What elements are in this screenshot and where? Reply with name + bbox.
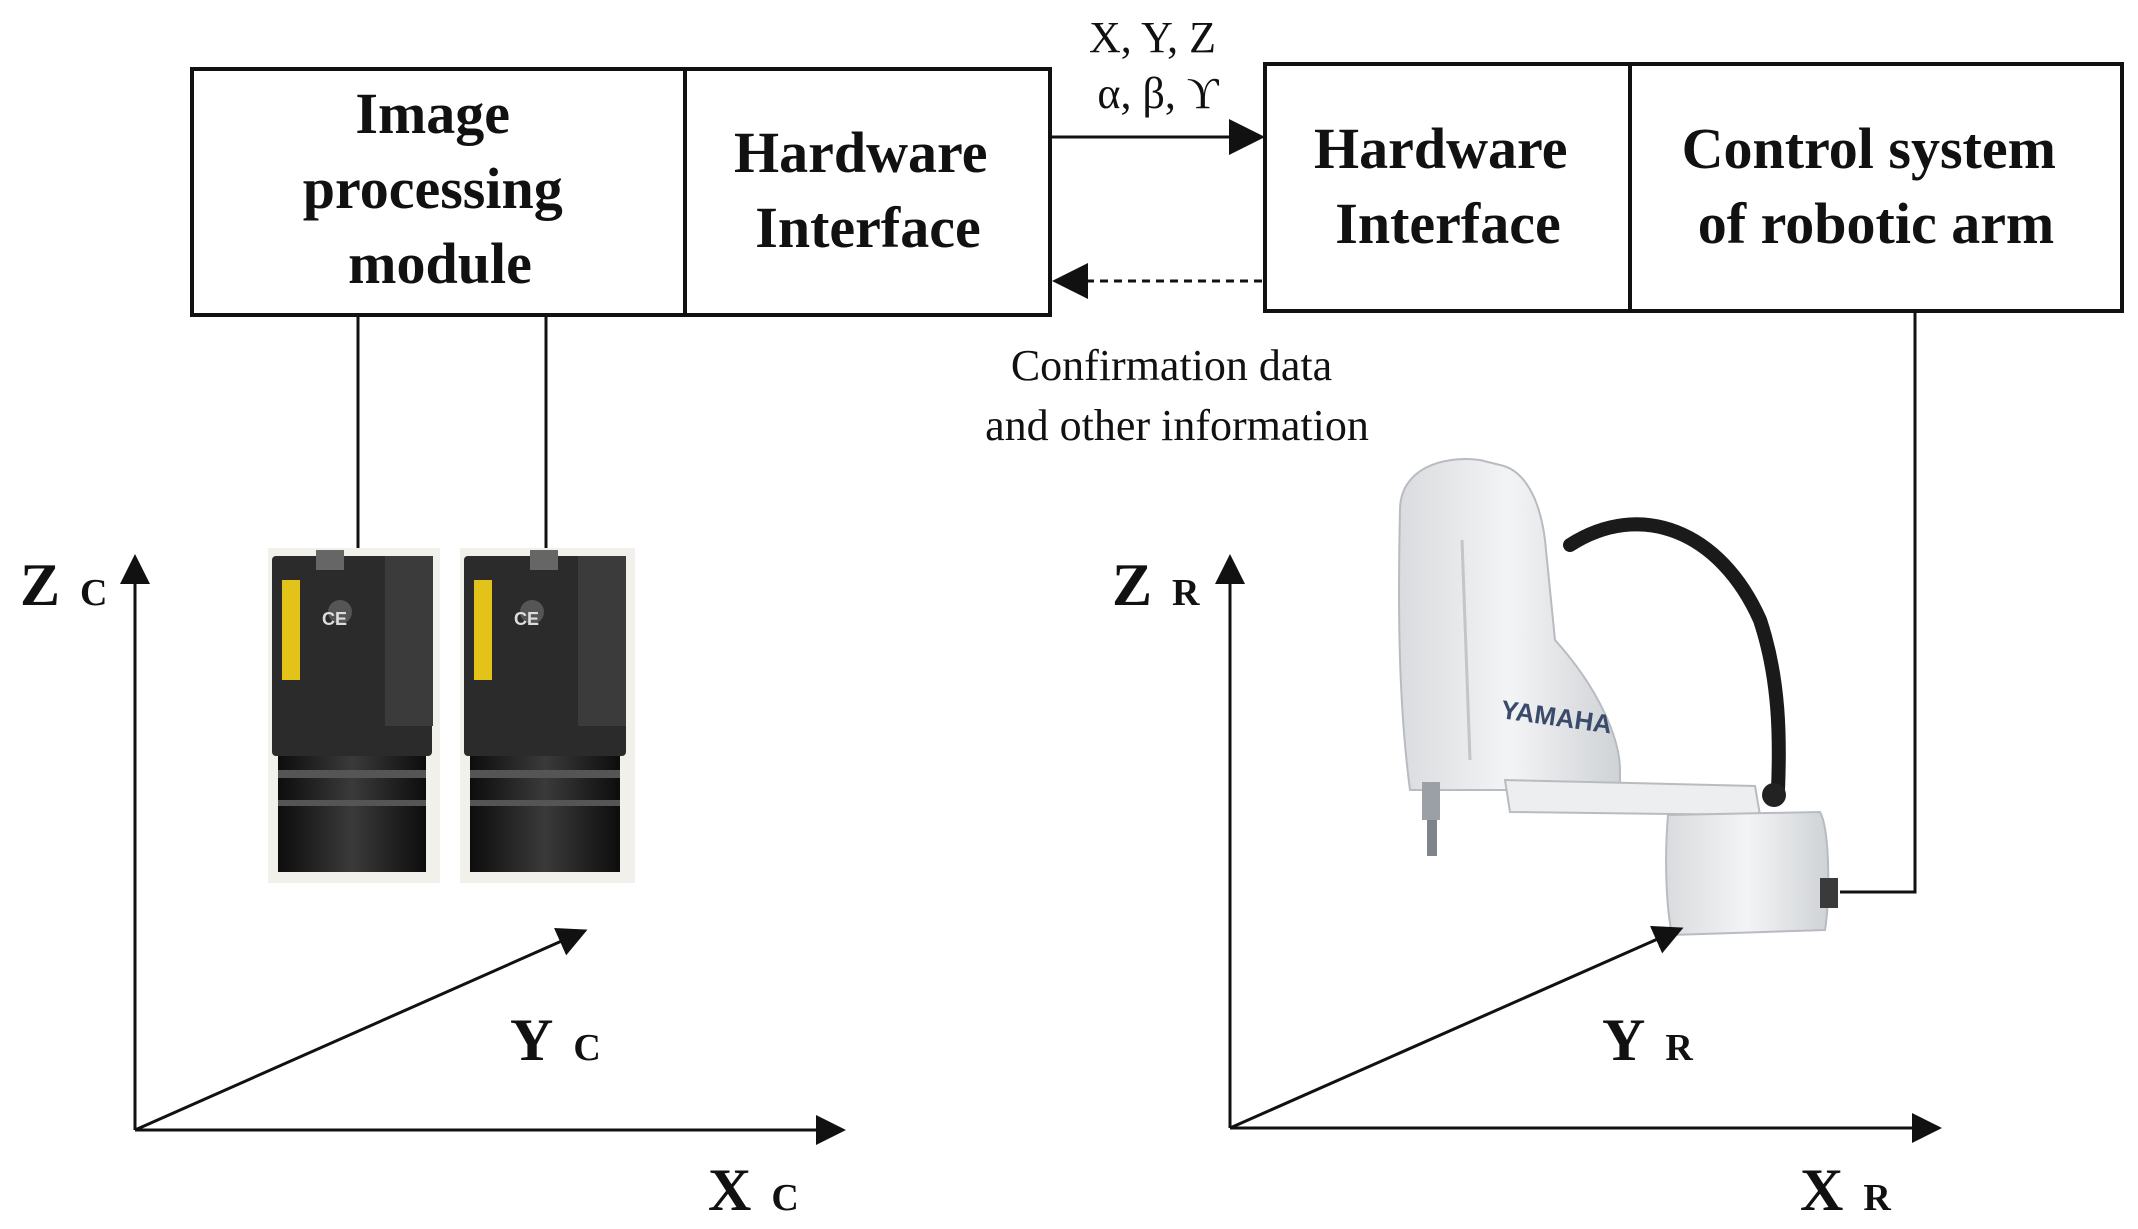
- robot-x-label: X R: [1800, 1157, 1891, 1223]
- robot-coordinate-axes: Z R Y R X R: [1112, 552, 1942, 1223]
- camera-coordinate-axes: Z C Y C X C: [20, 552, 846, 1223]
- robot-z-label: Z R: [1112, 552, 1200, 618]
- control-system-label: Control system of robotic arm: [1682, 116, 2071, 256]
- camera-right: CE: [460, 548, 635, 883]
- right-module-group: Hardware Interface Control system of rob…: [1263, 62, 2124, 313]
- camera-left: CE: [268, 548, 440, 883]
- camera-y-label: Y C: [510, 1007, 601, 1073]
- robot-y-axis: [1229, 925, 1684, 1130]
- robot-y-label: Y R: [1602, 1007, 1693, 1073]
- robot-control-cable: [1840, 311, 1917, 894]
- forward-arrow-label: X, Y, Z α, β, ϒ: [1089, 13, 1227, 118]
- camera-ce-mark-right: CE: [514, 609, 539, 629]
- camera-y-axis: [134, 928, 588, 1132]
- camera-x-label: X C: [708, 1157, 799, 1223]
- camera-ce-mark-left: CE: [322, 609, 347, 629]
- left-hardware-interface-box: [683, 67, 1052, 317]
- control-system-box: [1628, 62, 2124, 313]
- feedback-arrow-label: Confirmation data and other information: [985, 341, 1369, 450]
- image-processing-label: Image processing module: [303, 81, 577, 296]
- image-processing-module-box: [190, 67, 687, 317]
- left-hardware-interface-label: Hardware Interface: [734, 120, 1002, 260]
- right-hardware-interface-label: Hardware Interface: [1314, 116, 1582, 256]
- left-module-group: Image processing module Hardware Interfa…: [190, 67, 1052, 317]
- camera-z-label: Z C: [20, 552, 107, 618]
- right-hardware-interface-box: [1263, 62, 1632, 313]
- robot-arm: YAMAHA: [1398, 458, 1838, 937]
